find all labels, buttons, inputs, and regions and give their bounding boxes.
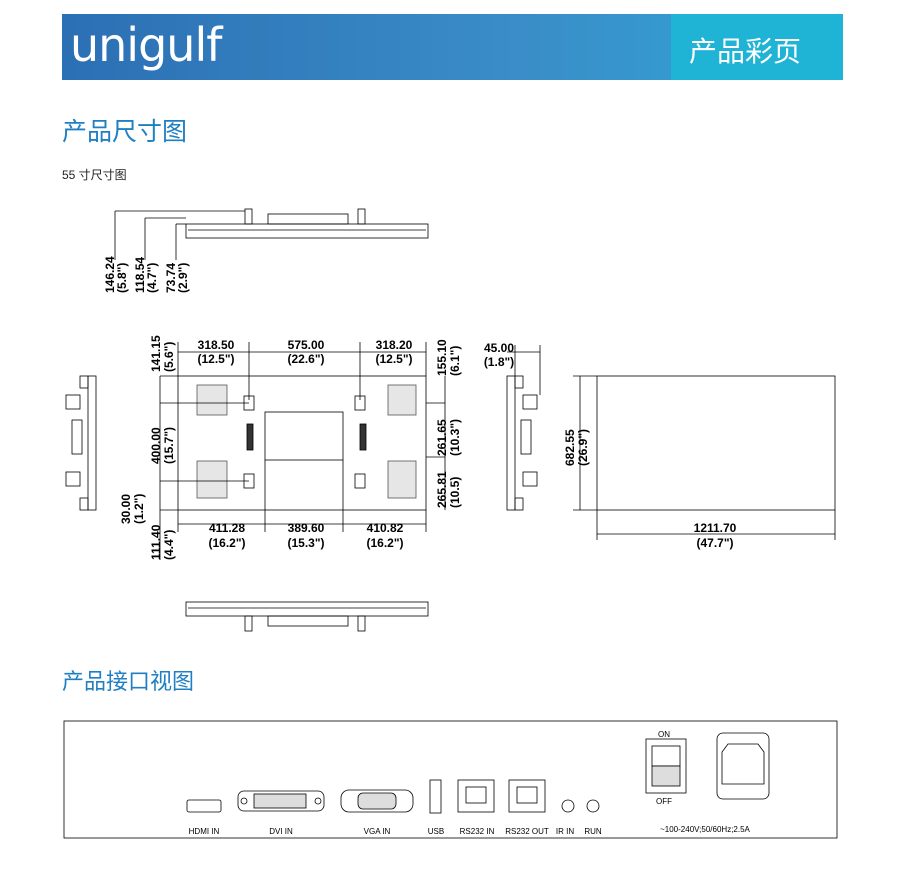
dim-400-00-inch: (15.7") bbox=[162, 427, 176, 464]
top-view-panel bbox=[185, 223, 429, 239]
hdmi-port-icon bbox=[186, 799, 222, 813]
right-side-view bbox=[506, 375, 516, 511]
dim-118-54-inch: (4.7") bbox=[145, 263, 159, 293]
bottom-view-panel bbox=[185, 601, 429, 617]
rs232-out-port-icon bbox=[508, 779, 546, 813]
dim-265-81: 265.81 bbox=[435, 471, 449, 508]
dim-410-82: 410.82 bbox=[367, 521, 404, 535]
dim-45-00-inch: (1.8") bbox=[484, 355, 514, 369]
run-label: RUN bbox=[584, 827, 602, 836]
dim-261-65: 261.65 bbox=[435, 419, 449, 456]
run-indicator-icon bbox=[586, 799, 600, 813]
power-switch-icon bbox=[645, 738, 687, 794]
dim-682-55-inch: (26.9") bbox=[576, 429, 590, 466]
on-label: ON bbox=[658, 730, 670, 739]
dim-30-00-inch: (1.2") bbox=[132, 494, 146, 524]
interface-panel bbox=[63, 720, 838, 839]
dim-265-81-inch: (10.5) bbox=[448, 477, 462, 508]
dim-73-74: 73.74 bbox=[164, 263, 178, 293]
dim-118-54: 118.54 bbox=[133, 257, 147, 293]
usb-label: USB bbox=[428, 827, 444, 836]
dim-575-00-inch: (22.6") bbox=[287, 352, 324, 366]
power-socket-icon bbox=[716, 732, 770, 800]
ir-port-icon bbox=[561, 799, 575, 813]
left-side-view bbox=[87, 375, 97, 511]
top-view-box bbox=[267, 213, 349, 225]
off-label: OFF bbox=[656, 797, 672, 806]
dim-141-15: 141.15 bbox=[149, 335, 163, 372]
dim-45-00: 45.00 bbox=[484, 341, 514, 355]
rs232-in-port-icon bbox=[457, 779, 495, 813]
ir-label: IR IN bbox=[556, 827, 574, 836]
header-tag-box: 产品彩页 bbox=[671, 14, 843, 80]
dimension-section-title: 产品尺寸图 bbox=[62, 118, 188, 146]
dim-682-55: 682.55 bbox=[563, 429, 577, 466]
dim-261-65-inch: (10.3") bbox=[448, 419, 462, 456]
header-banner: unigulf 产品彩页 bbox=[62, 14, 843, 80]
dim-575-00: 575.00 bbox=[288, 338, 325, 352]
rear-view-center-box bbox=[264, 411, 344, 461]
dim-400-00: 400.00 bbox=[149, 427, 163, 464]
dim-30-00: 30.00 bbox=[119, 494, 133, 524]
rs232-in-label: RS232 IN bbox=[460, 827, 495, 836]
header-tag: 产品彩页 bbox=[689, 36, 802, 67]
dim-389-60-inch: (15.3") bbox=[287, 536, 324, 550]
dim-411-28-inch: (16.2") bbox=[208, 536, 245, 550]
front-view-panel bbox=[596, 375, 836, 511]
vga-label: VGA IN bbox=[364, 827, 391, 836]
power-spec-label: ~100-240V;50/60Hz;2.5A bbox=[660, 825, 750, 834]
dim-111-40-inch: (4.4") bbox=[162, 530, 176, 560]
dvi-label: DVI IN bbox=[269, 827, 293, 836]
dimension-section-subtitle: 55 寸尺寸图 bbox=[62, 168, 127, 182]
brand-logo: unigulf bbox=[70, 18, 222, 72]
interface-section-title: 产品接口视图 bbox=[62, 669, 195, 694]
dim-1211-70: 1211.70 bbox=[694, 521, 737, 535]
rear-view-panel bbox=[177, 375, 427, 511]
dim-318-20: 318.20 bbox=[376, 338, 413, 352]
dim-146-24-inch: (5.8") bbox=[115, 263, 129, 293]
dim-318-50: 318.50 bbox=[198, 338, 235, 352]
dvi-port-icon bbox=[237, 790, 325, 812]
rs232-out-label: RS232 OUT bbox=[505, 827, 549, 836]
hdmi-label: HDMI IN bbox=[189, 827, 220, 836]
dim-1211-70-inch: (47.7") bbox=[696, 536, 733, 550]
dim-73-74-inch: (2.9") bbox=[176, 263, 190, 293]
dim-141-15-inch: (5.6") bbox=[162, 342, 176, 372]
dim-410-82-inch: (16.2") bbox=[366, 536, 403, 550]
dim-111-40: 111.40 bbox=[149, 524, 163, 560]
usb-port-icon bbox=[429, 779, 442, 814]
dim-146-24: 146.24 bbox=[103, 256, 117, 293]
dim-155-10-inch: (6.1") bbox=[448, 346, 462, 376]
dim-155-10: 155.10 bbox=[435, 339, 449, 376]
dim-318-20-inch: (12.5") bbox=[375, 352, 412, 366]
vga-port-icon bbox=[340, 789, 414, 813]
dim-389-60: 389.60 bbox=[288, 521, 325, 535]
dim-411-28: 411.28 bbox=[209, 521, 245, 535]
dim-318-50-inch: (12.5") bbox=[197, 352, 234, 366]
